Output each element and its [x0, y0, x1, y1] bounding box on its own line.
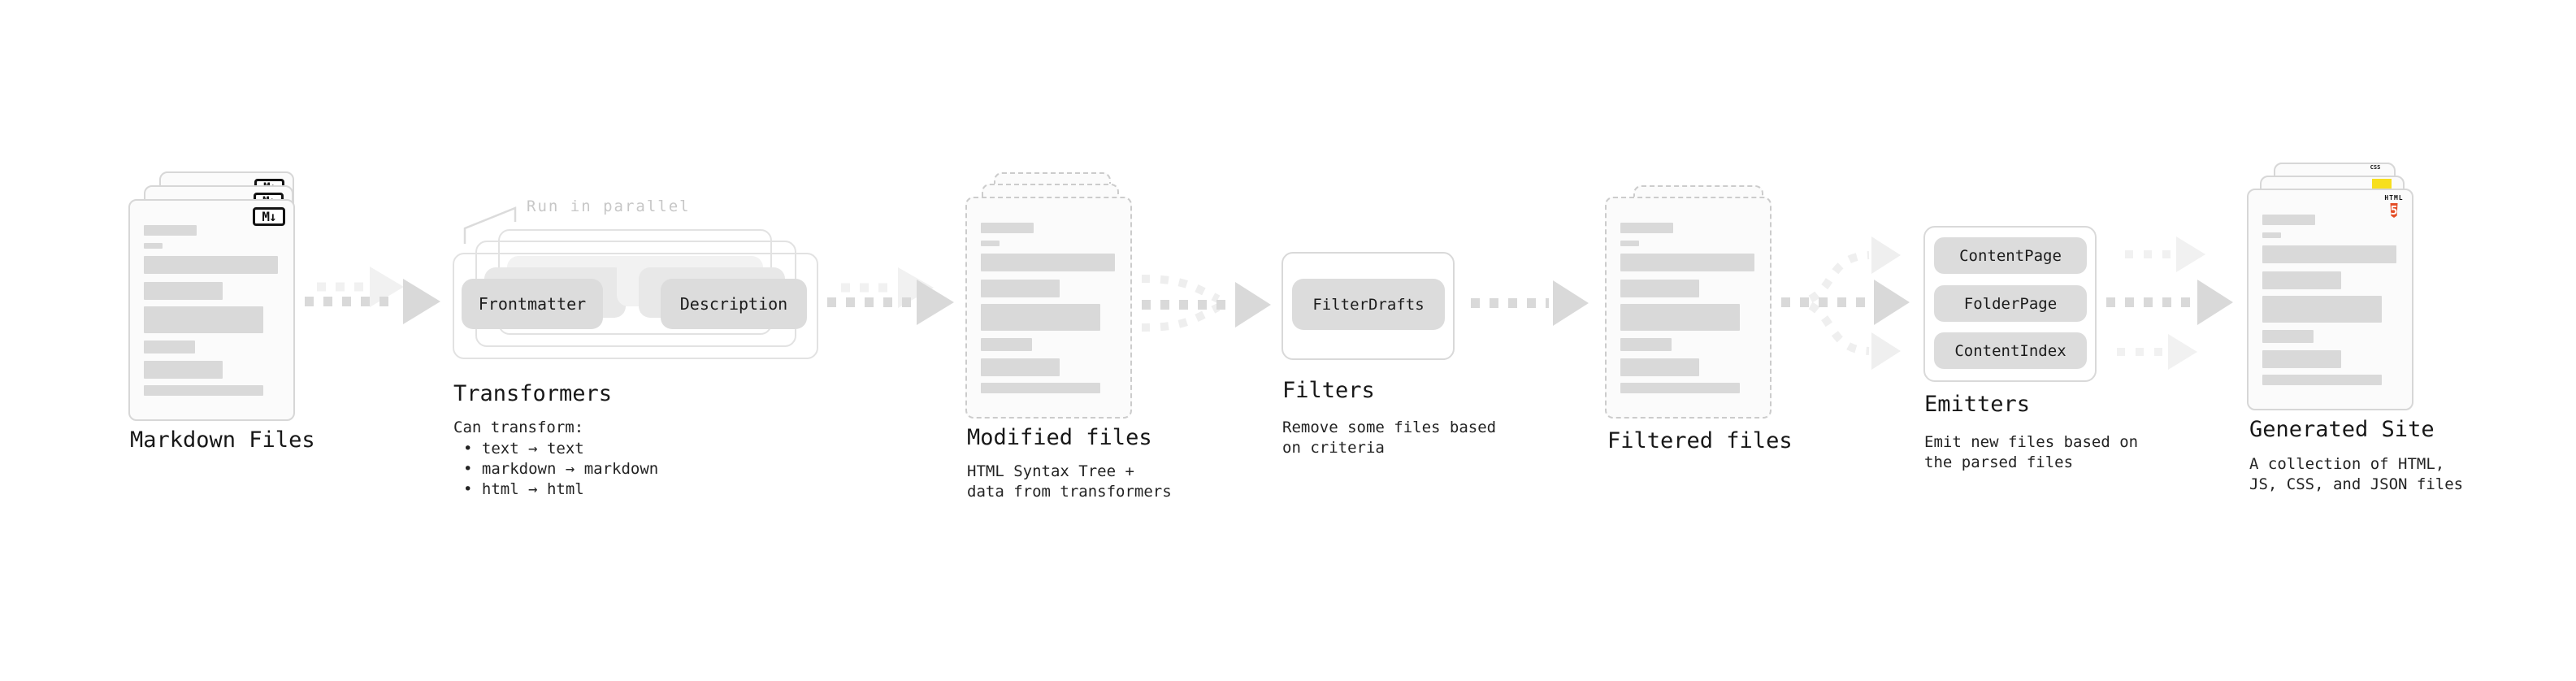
modified-files-subtext-line2: data from transformers — [967, 483, 1172, 501]
arrow-emitters-bottom-icon — [2117, 334, 2197, 370]
filters-subtext-line2: on criteria — [1282, 439, 1385, 457]
emitters-subtext-line2: the parsed files — [1924, 453, 2074, 471]
text-placeholder-bar — [2262, 330, 2314, 343]
text-placeholder-bar — [2262, 296, 2382, 323]
modified-file-card-front — [965, 197, 1132, 419]
filtered-file-card-front — [1605, 197, 1772, 419]
folderpage-pill: FolderPage — [1934, 285, 2087, 322]
generated-site-label: Generated Site — [2249, 417, 2435, 442]
contentindex-pill: ContentIndex — [1934, 332, 2087, 369]
generated-site-subtext-line2: JS, CSS, and JSON files — [2249, 475, 2464, 493]
bullet-item: • text → text — [463, 440, 584, 458]
bullet-item: • html → html — [463, 480, 584, 498]
arrow-modified-to-filters-icon — [1142, 282, 1271, 327]
text-placeholder-bar — [144, 385, 263, 396]
markdown-logo-icon: M↓ — [253, 207, 285, 226]
text-placeholder-bar — [981, 241, 1000, 246]
transformers-subtitle: Can transform: — [453, 419, 584, 436]
generated-site-card-front: HTML 5 — [2247, 189, 2413, 410]
text-placeholder-bar — [981, 358, 1060, 376]
arrow-split-bottom-icon — [1808, 301, 1901, 370]
modified-files-subtext-line1: HTML Syntax Tree + — [967, 462, 1134, 480]
text-placeholder-bar — [144, 256, 278, 274]
arrow-emitters-top-icon — [2125, 236, 2205, 272]
text-placeholder-bar — [2262, 232, 2281, 238]
transformers-label: Transformers — [453, 381, 613, 406]
text-placeholder-bar — [1620, 383, 1740, 393]
contentpage-pill: ContentPage — [1934, 237, 2087, 274]
text-placeholder-bar — [981, 254, 1115, 271]
text-placeholder-bar — [144, 306, 263, 333]
text-placeholder-bar — [2262, 215, 2315, 225]
text-placeholder-bar — [981, 304, 1100, 331]
transformers-bullet-list: • text → text • markdown → markdown • ht… — [463, 439, 658, 500]
arrow-filtered-to-emitters-icon — [1781, 280, 1910, 325]
generated-site-subtext-line1: A collection of HTML, — [2249, 455, 2445, 473]
text-placeholder-bar — [144, 225, 197, 236]
text-placeholder-bar — [1620, 223, 1673, 233]
arrow-transformers-to-modified-ghost-icon — [841, 267, 934, 308]
text-placeholder-bar — [1620, 338, 1672, 351]
text-placeholder-bar — [2262, 245, 2396, 263]
text-placeholder-bar — [144, 243, 163, 249]
text-placeholder-bar — [1620, 304, 1740, 331]
arrow-markdown-to-transformers-ghost-icon — [317, 267, 404, 307]
arrow-markdown-to-transformers-icon — [305, 279, 440, 324]
emitters-subtext-line1: Emit new files based on — [1924, 433, 2139, 451]
filters-subtext-line1: Remove some files based — [1282, 419, 1497, 436]
arrow-transformers-to-modified-icon — [827, 280, 954, 325]
text-placeholder-bar — [144, 340, 195, 354]
text-placeholder-bar — [981, 383, 1100, 393]
arrow-filters-to-filtered-icon — [1471, 280, 1589, 326]
text-placeholder-bar — [981, 280, 1060, 297]
arrow-split-top-icon — [1808, 236, 1901, 303]
filters-label: Filters — [1282, 378, 1375, 403]
arrow-emitters-middle-icon — [2106, 280, 2233, 325]
text-placeholder-bar — [981, 223, 1034, 233]
javascript-logo-icon — [2372, 179, 2392, 189]
text-placeholder-bar — [2262, 271, 2341, 289]
css-logo-icon: CSS — [2370, 164, 2381, 171]
filtered-files-label: Filtered files — [1607, 428, 1793, 453]
text-placeholder-bar — [981, 338, 1032, 351]
text-placeholder-bar — [144, 282, 223, 300]
modified-files-label: Modified files — [967, 425, 1152, 450]
arrow-merge-bottom-icon — [1141, 303, 1221, 332]
filterdrafts-pill: FilterDrafts — [1292, 279, 1445, 330]
text-placeholder-bar — [2262, 350, 2341, 368]
markdown-file-card-front: M↓ — [128, 199, 295, 421]
text-placeholder-bar — [2262, 375, 2382, 385]
text-placeholder-bar — [1620, 358, 1699, 376]
html5-logo-icon: HTML 5 — [2384, 194, 2404, 218]
arrow-merge-top-icon — [1141, 275, 1221, 303]
bullet-item: • markdown → markdown — [463, 460, 659, 478]
description-transformer-pill: Description — [661, 279, 807, 329]
text-placeholder-bar — [1620, 280, 1699, 297]
run-in-parallel-annotation: Run in parallel — [527, 197, 691, 215]
frontmatter-transformer-pill: Frontmatter — [462, 279, 603, 329]
transformer-run-box-front — [453, 253, 818, 359]
text-placeholder-bar — [1620, 254, 1754, 271]
text-placeholder-bar — [144, 361, 223, 379]
emitters-label: Emitters — [1924, 392, 2031, 417]
markdown-files-label: Markdown Files — [130, 427, 315, 453]
text-placeholder-bar — [1620, 241, 1639, 246]
